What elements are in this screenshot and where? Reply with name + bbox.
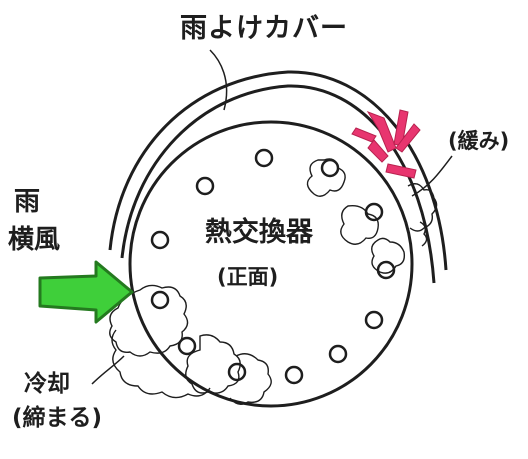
tube-hole [364,310,384,330]
tube-hole [376,260,396,280]
tube-hole [364,202,384,222]
tube-hole [150,290,170,310]
rain-cover-outer-arc [108,70,448,271]
cover-leader-line [209,49,228,111]
tube-hole [150,230,170,250]
tube-holes [150,148,396,385]
cooling-leader-line [91,355,125,385]
cooling-wavy-marks [109,284,272,405]
wind-arrow-icon [38,260,134,324]
tube-hole [195,176,215,196]
tube-hole [284,365,304,385]
loosening-mark [351,109,421,179]
tightening-label: (締まる) [12,405,103,431]
tube-hole [177,336,197,356]
heat-exchanger-label: 熱交換器 [205,217,313,248]
crosswind-label: 横風 [8,225,61,255]
cooling-label: 冷却 [24,371,70,397]
front-view-label: (正面) [217,265,279,289]
tube-hole [328,344,348,364]
tube-hole [227,362,247,382]
rain-cover-label: 雨よけカバー [180,13,348,44]
rain-label: 雨 [14,187,41,217]
tube-hole [254,148,274,168]
loosening-label: (緩み) [448,129,510,153]
heat-exchanger-body [128,120,414,408]
loosening-leader-line [411,155,453,197]
